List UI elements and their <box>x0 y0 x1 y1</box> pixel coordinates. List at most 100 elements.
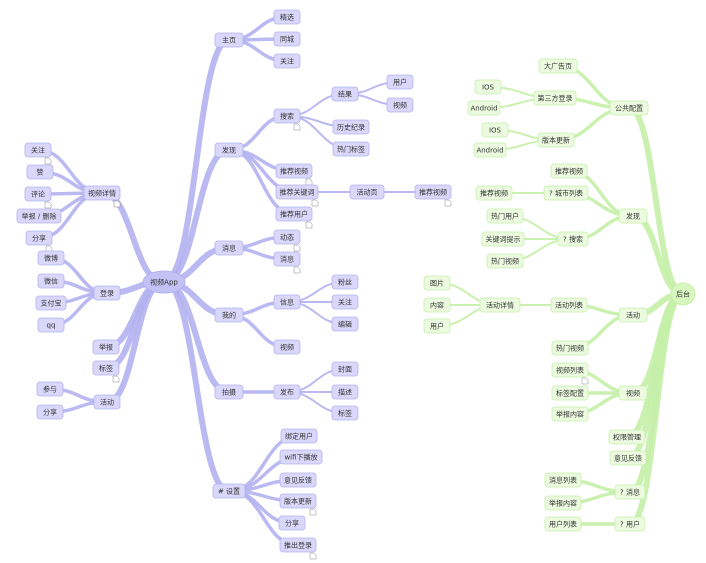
node-remenshipin1[interactable]: 热门视频 <box>486 253 524 269</box>
node-huodongxiangqing[interactable]: 活动详情 <box>479 297 521 313</box>
node-xiaoxi2[interactable]: 消息 <box>273 251 301 274</box>
node-fabu[interactable]: 发布 <box>273 384 301 400</box>
node-lishi[interactable]: 历史纪录 <box>332 119 370 135</box>
node-sousuo[interactable]: 搜索 <box>273 108 301 131</box>
node-jubaoshanchu[interactable]: 举报 / 删除 <box>16 208 62 224</box>
node-biaoqianpeizhi[interactable]: 标签配置 <box>551 385 589 401</box>
node-box <box>36 404 64 420</box>
node-box <box>386 97 414 113</box>
node-tuijianshipin2[interactable]: 推荐视频 <box>414 184 452 207</box>
node-fenxiang1[interactable]: 分享 <box>278 515 306 531</box>
node-shezhi[interactable]: # 设置 <box>212 483 246 499</box>
node-wifi[interactable]: wifi下播放 <box>279 449 323 465</box>
node-disanfang[interactable]: 第三方登录 <box>533 90 577 106</box>
node-shipin1[interactable]: 视频 <box>386 97 414 113</box>
node-xiangqing[interactable]: 视频详情 <box>83 185 121 208</box>
node-fenxiang2[interactable]: 分享 <box>25 230 53 253</box>
node-faxian2[interactable]: 发现 <box>618 208 648 224</box>
node-paishe[interactable]: 拍摄 <box>214 384 244 400</box>
node-android2[interactable]: Android <box>473 142 507 158</box>
right-root-label: 后台 <box>676 290 690 299</box>
node-wode[interactable]: 我的 <box>214 307 244 323</box>
node-tuijianyonghu[interactable]: 推荐用户 <box>275 206 313 229</box>
node-zhifubao[interactable]: 支付宝 <box>35 295 67 311</box>
node-remen[interactable]: 热门标签 <box>332 141 370 157</box>
node-xiaoxiliebiao[interactable]: 消息列表 <box>544 472 582 488</box>
node-box <box>618 307 648 323</box>
node-miaoshu[interactable]: 描述 <box>331 384 359 400</box>
node-zan[interactable]: 赞 <box>26 164 54 180</box>
node-ios1[interactable]: IOS <box>474 79 502 95</box>
node-dongtai[interactable]: 动态 <box>273 229 301 252</box>
node-biaoqian2[interactable]: 标签 <box>92 360 120 383</box>
left-root-node[interactable]: 视频App <box>142 270 186 294</box>
node-shipin2[interactable]: 视频 <box>273 339 301 355</box>
node-banben2[interactable]: 版本更新 <box>537 132 575 148</box>
node-guanjiancitishi[interactable]: 关键词提示 <box>481 231 525 247</box>
node-jieguo[interactable]: 结果 <box>331 86 359 102</box>
node-yijian2[interactable]: 意见反馈 <box>609 450 647 466</box>
node-xiaoxi3[interactable]: ? 消息 <box>614 484 646 500</box>
node-guanzhu2[interactable]: 关注 <box>331 294 359 310</box>
node-bianji[interactable]: 编辑 <box>331 316 359 332</box>
node-remenshipin2[interactable]: 热门视频 <box>551 340 589 356</box>
node-huodong2[interactable]: 活动 <box>618 307 648 323</box>
node-huodongye[interactable]: 活动页 <box>349 184 385 200</box>
node-quanxian[interactable]: 权限管理 <box>608 429 646 445</box>
node-tongcheng[interactable]: 同城 <box>273 31 301 47</box>
node-yonghu2[interactable]: 用户 <box>423 318 451 334</box>
node-fengmian[interactable]: 封面 <box>331 361 359 377</box>
node-remenyonghu[interactable]: 热门用户 <box>486 208 524 224</box>
node-guanzhu1[interactable]: 关注 <box>273 53 301 69</box>
note-icon <box>293 123 301 131</box>
node-yijian1[interactable]: 意见反馈 <box>279 472 317 488</box>
node-weixin[interactable]: 微信 <box>37 273 65 289</box>
node-yonghu3[interactable]: ? 用户 <box>614 516 646 532</box>
node-sousuo2[interactable]: ? 搜索 <box>557 231 589 247</box>
node-gonggong[interactable]: 公共配置 <box>609 100 649 116</box>
node-tjsp4[interactable]: 推荐视频 <box>475 185 513 201</box>
node-canyu[interactable]: 参与 <box>36 381 64 397</box>
node-shipinliebiao[interactable]: 视频列表 <box>551 362 589 385</box>
node-biaoqian[interactable]: 标签 <box>331 405 359 421</box>
node-weibo[interactable]: 微博 <box>37 250 65 266</box>
node-fensi[interactable]: 粉丝 <box>331 274 359 290</box>
node-banben1[interactable]: 版本更新 <box>279 493 317 516</box>
node-jubaoneirong1[interactable]: 举报内容 <box>551 406 589 422</box>
node-faxian[interactable]: 发现 <box>214 142 244 158</box>
node-tupian[interactable]: 图片 <box>423 275 451 291</box>
node-label: 用户列表 <box>549 520 577 529</box>
node-ios2[interactable]: IOS <box>481 122 509 138</box>
node-fenxiang3[interactable]: 分享 <box>36 404 64 420</box>
node-neirong[interactable]: 内容 <box>423 297 451 313</box>
node-box <box>544 495 582 511</box>
node-label: 活动 <box>626 311 640 320</box>
node-tuijianguanjianci[interactable]: 推荐关键词 <box>275 184 319 207</box>
node-yonghuliebiao[interactable]: 用户列表 <box>544 516 582 532</box>
node-zhuye[interactable]: 主页 <box>214 32 244 48</box>
node-daguanggao[interactable]: 大广告页 <box>538 58 578 74</box>
right-root-node[interactable]: 后台 <box>670 282 696 306</box>
node-bangding[interactable]: 绑定用户 <box>280 428 318 444</box>
node-huodong1[interactable]: 活动 <box>93 394 121 410</box>
node-jubaoneirong2[interactable]: 举报内容 <box>544 495 582 511</box>
node-jubao1[interactable]: 举报 <box>92 339 120 355</box>
node-xiaoxi[interactable]: 消息 <box>214 240 244 256</box>
node-huodongliebiao[interactable]: 活动列表 <box>550 297 588 313</box>
node-android1[interactable]: Android <box>467 100 501 116</box>
node-shipin3[interactable]: 视频 <box>618 385 648 401</box>
node-qq[interactable]: qq <box>37 317 65 333</box>
node-yonghu1[interactable]: 用户 <box>386 74 414 90</box>
node-box <box>544 516 582 532</box>
node-denglu[interactable]: 登录 <box>93 285 121 301</box>
node-pinglun[interactable]: 评论 <box>24 186 52 209</box>
node-tuichu[interactable]: 推出登录 <box>279 537 317 560</box>
node-jingxuan[interactable]: 精选 <box>273 9 301 25</box>
node-tjsp3[interactable]: 推荐视频 <box>550 163 588 179</box>
node-box <box>423 275 451 291</box>
node-chengshi[interactable]: ? 城市列表 <box>543 185 589 201</box>
node-box <box>273 384 301 400</box>
node-guanzhu3[interactable]: 关注 <box>24 142 52 165</box>
node-xinxi[interactable]: 信息 <box>273 294 301 310</box>
node-tuijianshipin[interactable]: 推荐视频 <box>275 163 313 186</box>
